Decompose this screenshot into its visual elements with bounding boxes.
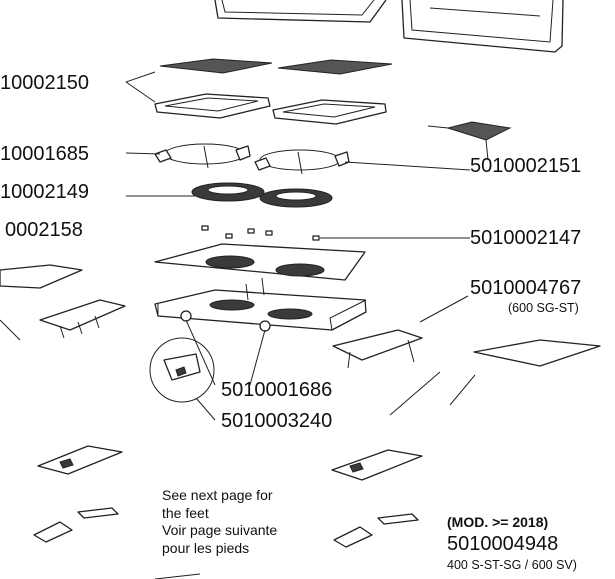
part-number-5010004948: 5010004948 — [447, 533, 559, 555]
part-number-5010002147: 5010002147 — [470, 227, 582, 249]
feet-note-line-4: pour les pieds — [162, 539, 250, 556]
leader-5010003240 — [195, 397, 216, 421]
feet-note-line-3: Voir page suivante — [162, 522, 278, 538]
leader-5010001686-b — [249, 329, 266, 386]
grill-plate-right — [277, 59, 393, 75]
foot-part-4 — [333, 513, 419, 548]
feet-note: See next page for the feet Voir page sui… — [162, 487, 277, 557]
burner-left — [191, 182, 265, 202]
right-handle-part — [332, 329, 423, 369]
grill-plate-left — [159, 58, 273, 74]
burner-jets — [201, 225, 320, 241]
part-number-5010004767: 5010004767 — [470, 277, 582, 299]
magnified-knob-detail — [149, 337, 215, 403]
base-body-part — [154, 277, 367, 332]
burner-support-left — [154, 143, 251, 169]
part-number-10002150: 10002150 — [0, 72, 89, 94]
leader-10002150 — [125, 71, 156, 103]
burner-support-right — [254, 149, 350, 175]
burner-right — [259, 188, 333, 208]
right-side-shelf — [389, 339, 601, 416]
part-number-5010002151: 5010002151 — [470, 155, 582, 177]
leader-10001685 — [125, 152, 161, 155]
left-side-shelf — [0, 264, 83, 341]
part-number-5010001686: 5010001686 — [221, 379, 333, 401]
part-number-10001685: 10001685 — [0, 143, 89, 165]
leader-5010002151 — [485, 139, 489, 161]
part-number-0002158: 0002158 — [5, 219, 83, 241]
drip-tray-left — [154, 93, 271, 119]
leader-5010004767 — [419, 295, 469, 323]
model-year-note: (MOD. >= 2018) — [447, 514, 549, 530]
feet-note-line-1: See next page for — [162, 487, 273, 503]
bottom-fragment — [154, 573, 201, 579]
top-panel-part — [154, 243, 366, 281]
left-door-part — [214, 0, 387, 23]
feet-note-line-2: the feet — [162, 504, 209, 521]
drip-tray-right — [272, 99, 387, 125]
foot-part-2 — [331, 449, 423, 481]
leader-right-support — [344, 161, 471, 171]
left-handle-part — [39, 299, 126, 339]
foot-part-3 — [33, 507, 119, 543]
grill-basket-part — [427, 121, 512, 141]
part-number-5010003240: 5010003240 — [221, 410, 333, 432]
leader-5010001686-a — [185, 319, 216, 386]
right-door-part — [401, 0, 564, 53]
foot-part-1 — [37, 445, 123, 475]
variant-note-5010004948: 400 S-ST-SG / 600 SV) — [447, 558, 577, 572]
variant-note-5010004767: (600 SG-ST) — [508, 301, 579, 315]
part-number-10002149: 10002149 — [0, 181, 89, 203]
